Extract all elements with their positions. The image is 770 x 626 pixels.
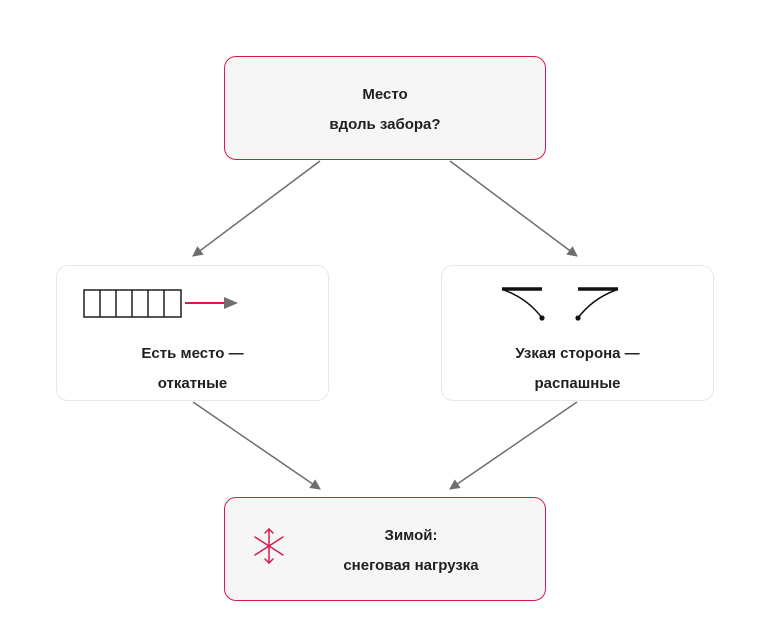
- node-label-line-1: Зимой:: [384, 527, 438, 544]
- node-label-line-2: откатные: [157, 375, 228, 392]
- node-label-line-2: вдоль забора?: [329, 116, 441, 133]
- node-label: Узкая сторона — распашные: [442, 339, 713, 399]
- arrow-top-to-left: [192, 160, 321, 257]
- node-label-line-1: Место: [362, 86, 408, 103]
- node-swing-gates: Узкая сторона — распашные: [441, 265, 714, 401]
- arrow-right-to-bottom: [449, 401, 578, 490]
- snowflake-icon: [254, 527, 284, 565]
- swing-gate-icon: [502, 287, 618, 321]
- node-label-line-1: Узкая сторона —: [515, 345, 640, 362]
- node-label-line-2: распашные: [534, 375, 621, 392]
- node-snow-load: Зимой: снеговая нагрузка: [224, 497, 546, 601]
- node-label: Зимой: снеговая нагрузка: [275, 521, 547, 581]
- arrow-left-to-bottom: [192, 401, 321, 490]
- node-label: Место вдоль забора?: [225, 80, 545, 140]
- node-fence-space-question: Место вдоль забора?: [224, 56, 546, 160]
- node-label-line-1: Есть место —: [141, 345, 244, 362]
- node-label: Есть место — откатные: [57, 339, 328, 399]
- arrow-top-to-right: [449, 160, 578, 257]
- node-label-line-2: снеговая нагрузка: [343, 557, 479, 574]
- sliding-gate-icon: [83, 289, 238, 318]
- node-sliding-gates: Есть место — откатные: [56, 265, 329, 401]
